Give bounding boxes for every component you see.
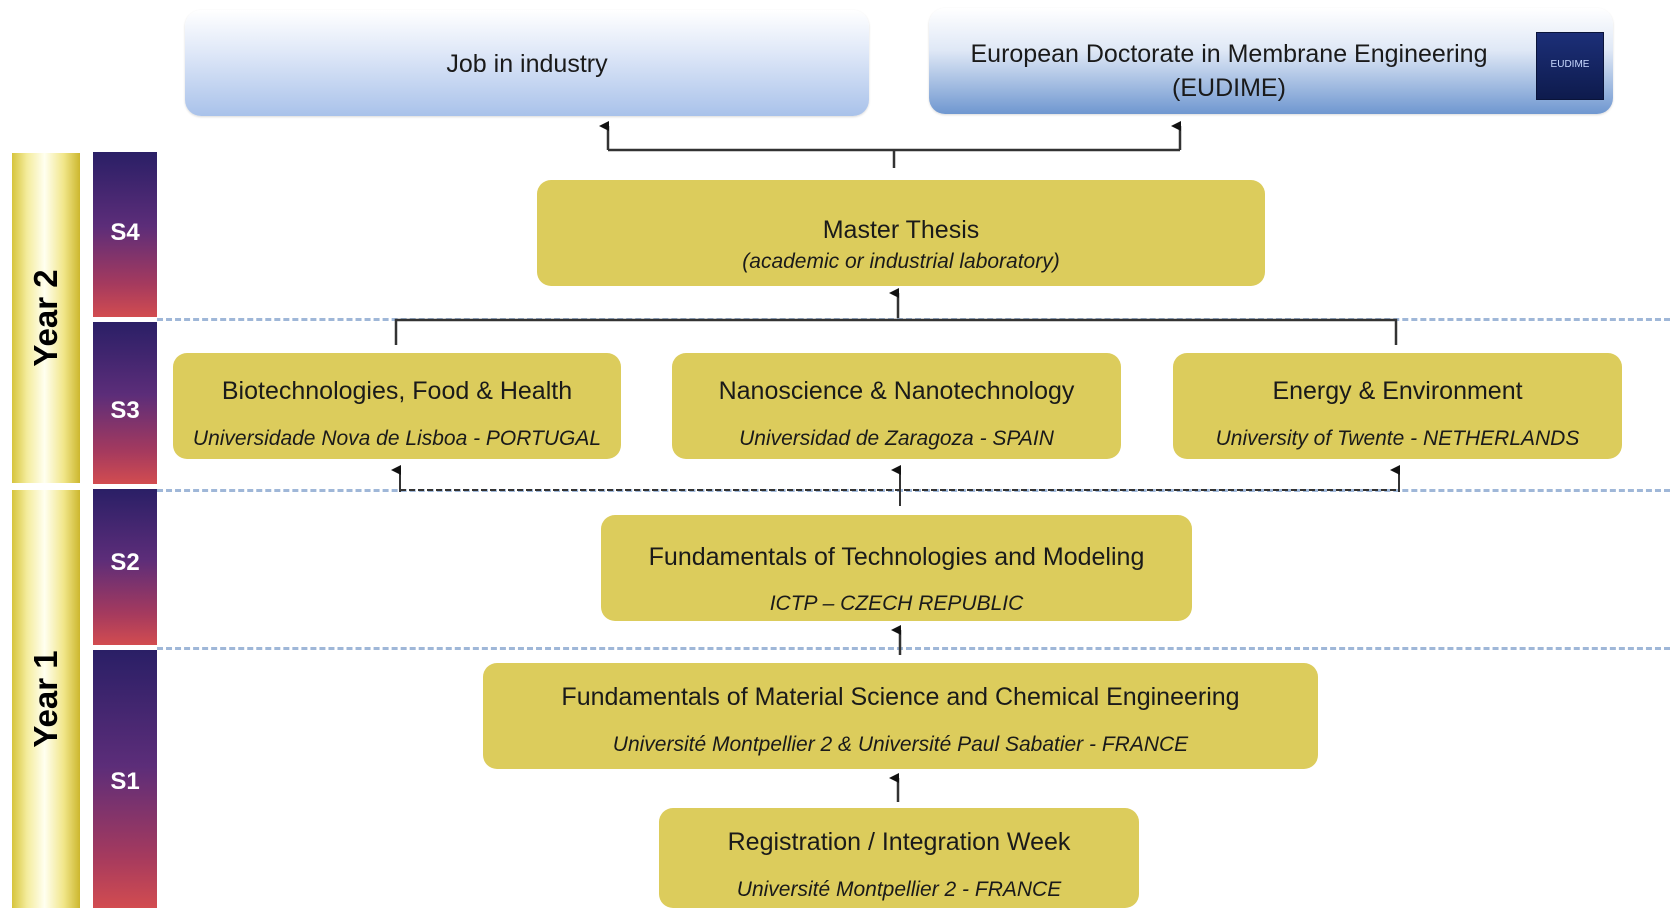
eudime-subtitle: (EUDIME) [1172,74,1286,102]
specialization-box-nano: Nanoscience & Nanotechnology Universidad… [672,353,1121,459]
specialization-box-biotech: Biotechnologies, Food & Health Universid… [173,353,621,459]
master-thesis-subtitle: (academic or industrial laboratory) [742,250,1060,273]
fundamentals-technologies-title: Fundamentals of Technologies and Modelin… [648,543,1145,571]
eudime-box: European Doctorate in Membrane Engineeri… [929,8,1613,114]
registration-box: Registration / Integration Week Universi… [659,808,1139,908]
semester-divider [157,647,1670,650]
connector-specializations-thesis [394,318,1398,345]
job-in-industry-title: Job in industry [446,50,608,78]
registration-university: Université Montpellier 2 - FRANCE [736,878,1062,901]
specialization-box-energy: Energy & Environment University of Twent… [1173,353,1622,459]
semester-label: S3 [110,397,140,424]
semester-label: S4 [110,219,140,246]
year-bar-2: Year 2 [12,153,80,483]
master-thesis-title: Master Thesis [822,216,980,244]
specialization-title: Energy & Environment [1272,377,1523,405]
eudime-logo: EUDIME [1536,32,1604,100]
specialization-university: Universidade Nova de Lisboa - PORTUGAL [192,427,602,450]
year-bar-1: Year 1 [12,490,80,908]
specialization-university: Universidad de Zaragoza - SPAIN [739,427,1054,450]
fundamentals-material-university: Université Montpellier 2 & Université Pa… [612,733,1189,756]
semester-label: S2 [110,549,140,576]
fundamentals-material-title: Fundamentals of Material Science and Che… [561,683,1240,711]
registration-title: Registration / Integration Week [727,828,1071,856]
job-in-industry-box: Job in industry [185,10,869,116]
semester-bar-s1: S1 [93,650,157,908]
semester-bar-s3: S3 [93,322,157,484]
specialization-title: Biotechnologies, Food & Health [221,377,573,405]
fundamentals-technologies-box: Fundamentals of Technologies and Modelin… [601,515,1192,621]
master-thesis-box: Master Thesis (academic or industrial la… [537,180,1265,286]
specialization-title: Nanoscience & Nanotechnology [718,377,1075,405]
connector-thesis-outcomes [608,148,1180,168]
eudime-logo-text: EUDIME [1550,59,1590,70]
fundamentals-material-box: Fundamentals of Material Science and Che… [483,663,1318,769]
semester-label: S1 [110,768,140,795]
semester-bar-s4: S4 [93,152,157,317]
specialization-university: University of Twente - NETHERLANDS [1215,427,1580,450]
semester-bar-s2: S2 [93,489,157,645]
eudime-title: European Doctorate in Membrane Engineeri… [970,40,1488,68]
fundamentals-technologies-university: ICTP – CZECH REPUBLIC [769,592,1024,615]
